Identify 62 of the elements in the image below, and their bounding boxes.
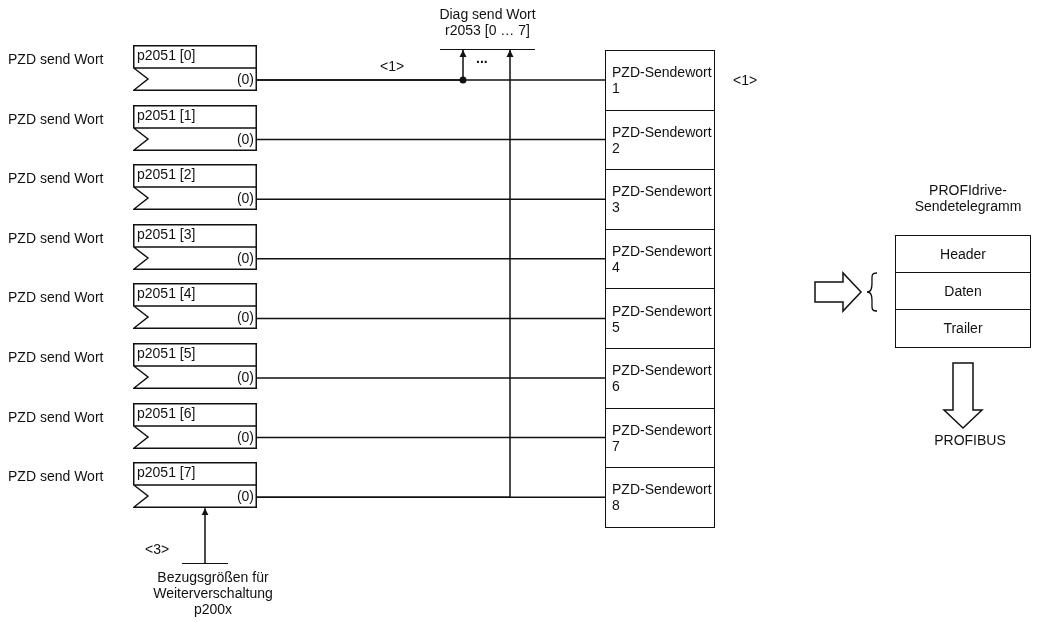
default-value: (0) — [236, 309, 254, 326]
edge-label: <1> — [380, 58, 405, 74]
parameter-box — [133, 343, 257, 389]
parameter-box — [133, 164, 257, 211]
signal-label: PZD send Wort — [8, 408, 104, 425]
signal-label: PZD send Wort — [8, 468, 104, 485]
parameter-box — [133, 462, 257, 509]
parameter-box — [133, 283, 257, 330]
signal-label: PZD send Wort — [8, 349, 104, 365]
telegram-section-cell: Daten — [895, 272, 1031, 311]
signal-line — [256, 198, 606, 200]
default-value: (0) — [236, 369, 254, 385]
telegram-word-cell: PZD-Sendewort 6 — [605, 348, 715, 409]
parameter-name: p2051 [6] — [137, 404, 196, 421]
footnote-reference: <3> — [145, 541, 170, 557]
telegram-word-cell: PZD-Sendewort 3 — [605, 169, 715, 230]
bus-label: PROFIBUS — [920, 432, 1020, 454]
signal-label: PZD send Wort — [8, 110, 104, 127]
parameter-name: p2051 [7] — [137, 464, 196, 481]
default-value: (0) — [236, 71, 254, 87]
footnote-reference: <1> — [733, 72, 758, 88]
parameter-name: p2051 [3] — [137, 225, 196, 242]
signal-line — [256, 138, 606, 141]
telegram-word-cell: PZD-Sendewort 7 — [605, 407, 715, 469]
default-value: (0) — [236, 190, 254, 207]
signal-line — [256, 258, 606, 260]
parameter-name: p2051 [2] — [137, 166, 196, 183]
signal-label: PZD send Wort — [8, 229, 104, 246]
parameter-name: p2051 [5] — [137, 345, 196, 361]
diagnostic-output-label: Diag send Wort r2053 [0 … 7] — [430, 4, 545, 50]
arrow — [201, 507, 209, 564]
parameter-box — [133, 45, 257, 91]
telegram-word-cell: PZD-Sendewort 8 — [605, 467, 715, 528]
arrow — [256, 49, 467, 81]
telegram-word-cell: PZD-Sendewort 5 — [605, 288, 715, 349]
block-arrow — [814, 271, 863, 313]
telegram-word-cell: PZD-Sendewort 2 — [605, 109, 715, 171]
signal-line — [256, 377, 606, 379]
signal-label: PZD send Wort — [8, 170, 104, 187]
parameter-box — [133, 104, 257, 151]
telegram-word-cell: PZD-Sendewort 4 — [605, 228, 715, 290]
telegram-section-cell: Header — [895, 235, 1031, 274]
signal-line — [256, 436, 606, 439]
signal-label: PZD send Wort — [8, 51, 104, 67]
telegram-word-cell: PZD-Sendewort 1 — [605, 50, 715, 111]
parameter-name: p2051 [1] — [137, 106, 196, 123]
default-value: (0) — [236, 428, 254, 445]
signal-label: PZD send Wort — [8, 289, 104, 306]
reference-input-label: Bezugsgrößen für Weiterverschaltung p200x — [148, 563, 278, 621]
parameter-name: p2051 [4] — [137, 285, 196, 302]
parameter-name: p2051 [0] — [137, 47, 196, 63]
parameter-box — [133, 402, 257, 449]
default-value: (0) — [236, 130, 254, 147]
telegram-heading: PROFIdrive- Sendetelegramm — [913, 182, 1023, 214]
ellipsis-label: ... — [476, 50, 488, 66]
arrow — [256, 49, 514, 498]
telegram-section-cell: Trailer — [895, 309, 1031, 348]
parameter-box — [133, 223, 257, 270]
signal-line — [256, 317, 606, 320]
default-value: (0) — [236, 488, 254, 505]
default-value: (0) — [236, 249, 254, 266]
block-arrow — [942, 362, 984, 430]
